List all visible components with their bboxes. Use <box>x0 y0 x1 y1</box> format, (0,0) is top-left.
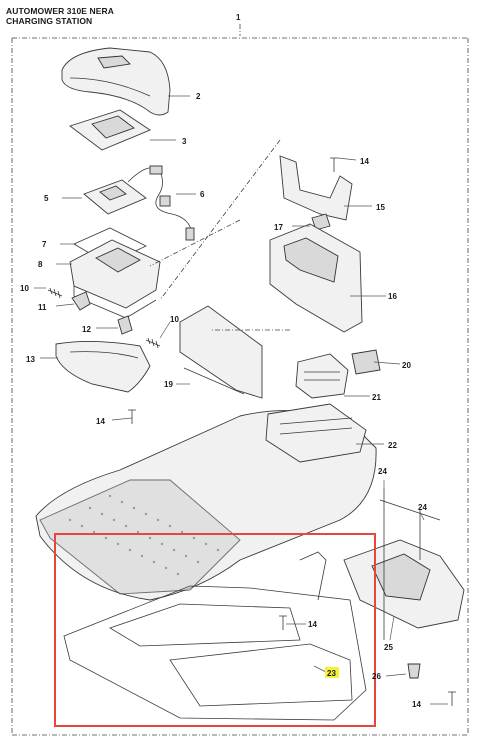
callout-10-left: 10 <box>20 284 29 293</box>
part-cover-plate <box>69 109 151 151</box>
callout-1: 1 <box>236 13 241 22</box>
part-guide-wire <box>379 488 441 640</box>
assembly-bracket <box>11 24 469 736</box>
callout-26: 26 <box>372 672 381 681</box>
callout-14-mid: 14 <box>308 620 317 629</box>
title-line-model: AUTOMOWER 310E NERA <box>6 6 115 16</box>
callout-23: 23 <box>327 669 336 678</box>
part-cable-harness <box>127 165 195 241</box>
part-mount-bracket <box>279 155 353 221</box>
callout-25: 25 <box>384 643 393 652</box>
callout-14-top: 14 <box>360 157 369 166</box>
callout-24-left: 24 <box>378 467 387 476</box>
part-electronics-housing <box>69 239 161 319</box>
part-lower-housing <box>55 340 151 393</box>
perforation-dots <box>68 494 220 576</box>
callout-3: 3 <box>182 137 187 146</box>
highlight-box <box>54 533 376 727</box>
callout-2: 2 <box>196 92 201 101</box>
part-top-cover <box>61 47 171 116</box>
callout-5: 5 <box>44 194 49 203</box>
callout-10-right: 10 <box>170 315 179 324</box>
title-line-assembly: CHARGING STATION <box>6 16 93 26</box>
callout-13: 13 <box>26 355 35 364</box>
callout-14-left: 14 <box>96 417 105 426</box>
part-contact-block <box>295 353 349 399</box>
alignment-lines <box>149 139 290 331</box>
highlight-label-bg <box>325 667 339 678</box>
callout-16: 16 <box>388 292 397 301</box>
callout-6: 6 <box>200 190 205 199</box>
callout-20: 20 <box>402 361 411 370</box>
part-access-door <box>179 305 263 399</box>
callout-15: 15 <box>376 203 385 212</box>
part-base-plate <box>35 403 377 601</box>
part-circuit-board <box>83 179 147 215</box>
leader-lines <box>34 95 448 705</box>
part-clip <box>117 315 133 335</box>
callout-21: 21 <box>372 393 381 402</box>
part-spring-left <box>47 287 63 299</box>
callout-labels: 1 2 3 14 5 6 15 7 17 8 16 10 11 10 12 13… <box>20 13 427 709</box>
part-guide-plate <box>343 539 465 629</box>
callout-17: 17 <box>274 223 283 232</box>
callout-24-right: 24 <box>418 503 427 512</box>
callout-11: 11 <box>38 303 47 312</box>
part-peg <box>407 663 421 679</box>
part-spring-right <box>145 337 161 349</box>
part-small-plate <box>311 213 331 231</box>
callout-7: 7 <box>42 240 47 249</box>
part-station-post <box>269 223 363 333</box>
part-connector <box>351 349 381 375</box>
screw-icons <box>128 157 456 706</box>
diagram-title: AUTOMOWER 310E NERA CHARGING STATION <box>6 6 114 26</box>
callout-22: 22 <box>388 441 397 450</box>
part-latch <box>71 291 91 311</box>
callout-12: 12 <box>82 325 91 334</box>
callout-14-bottom: 14 <box>412 700 421 709</box>
callout-8: 8 <box>38 260 43 269</box>
callout-19: 19 <box>164 380 173 389</box>
